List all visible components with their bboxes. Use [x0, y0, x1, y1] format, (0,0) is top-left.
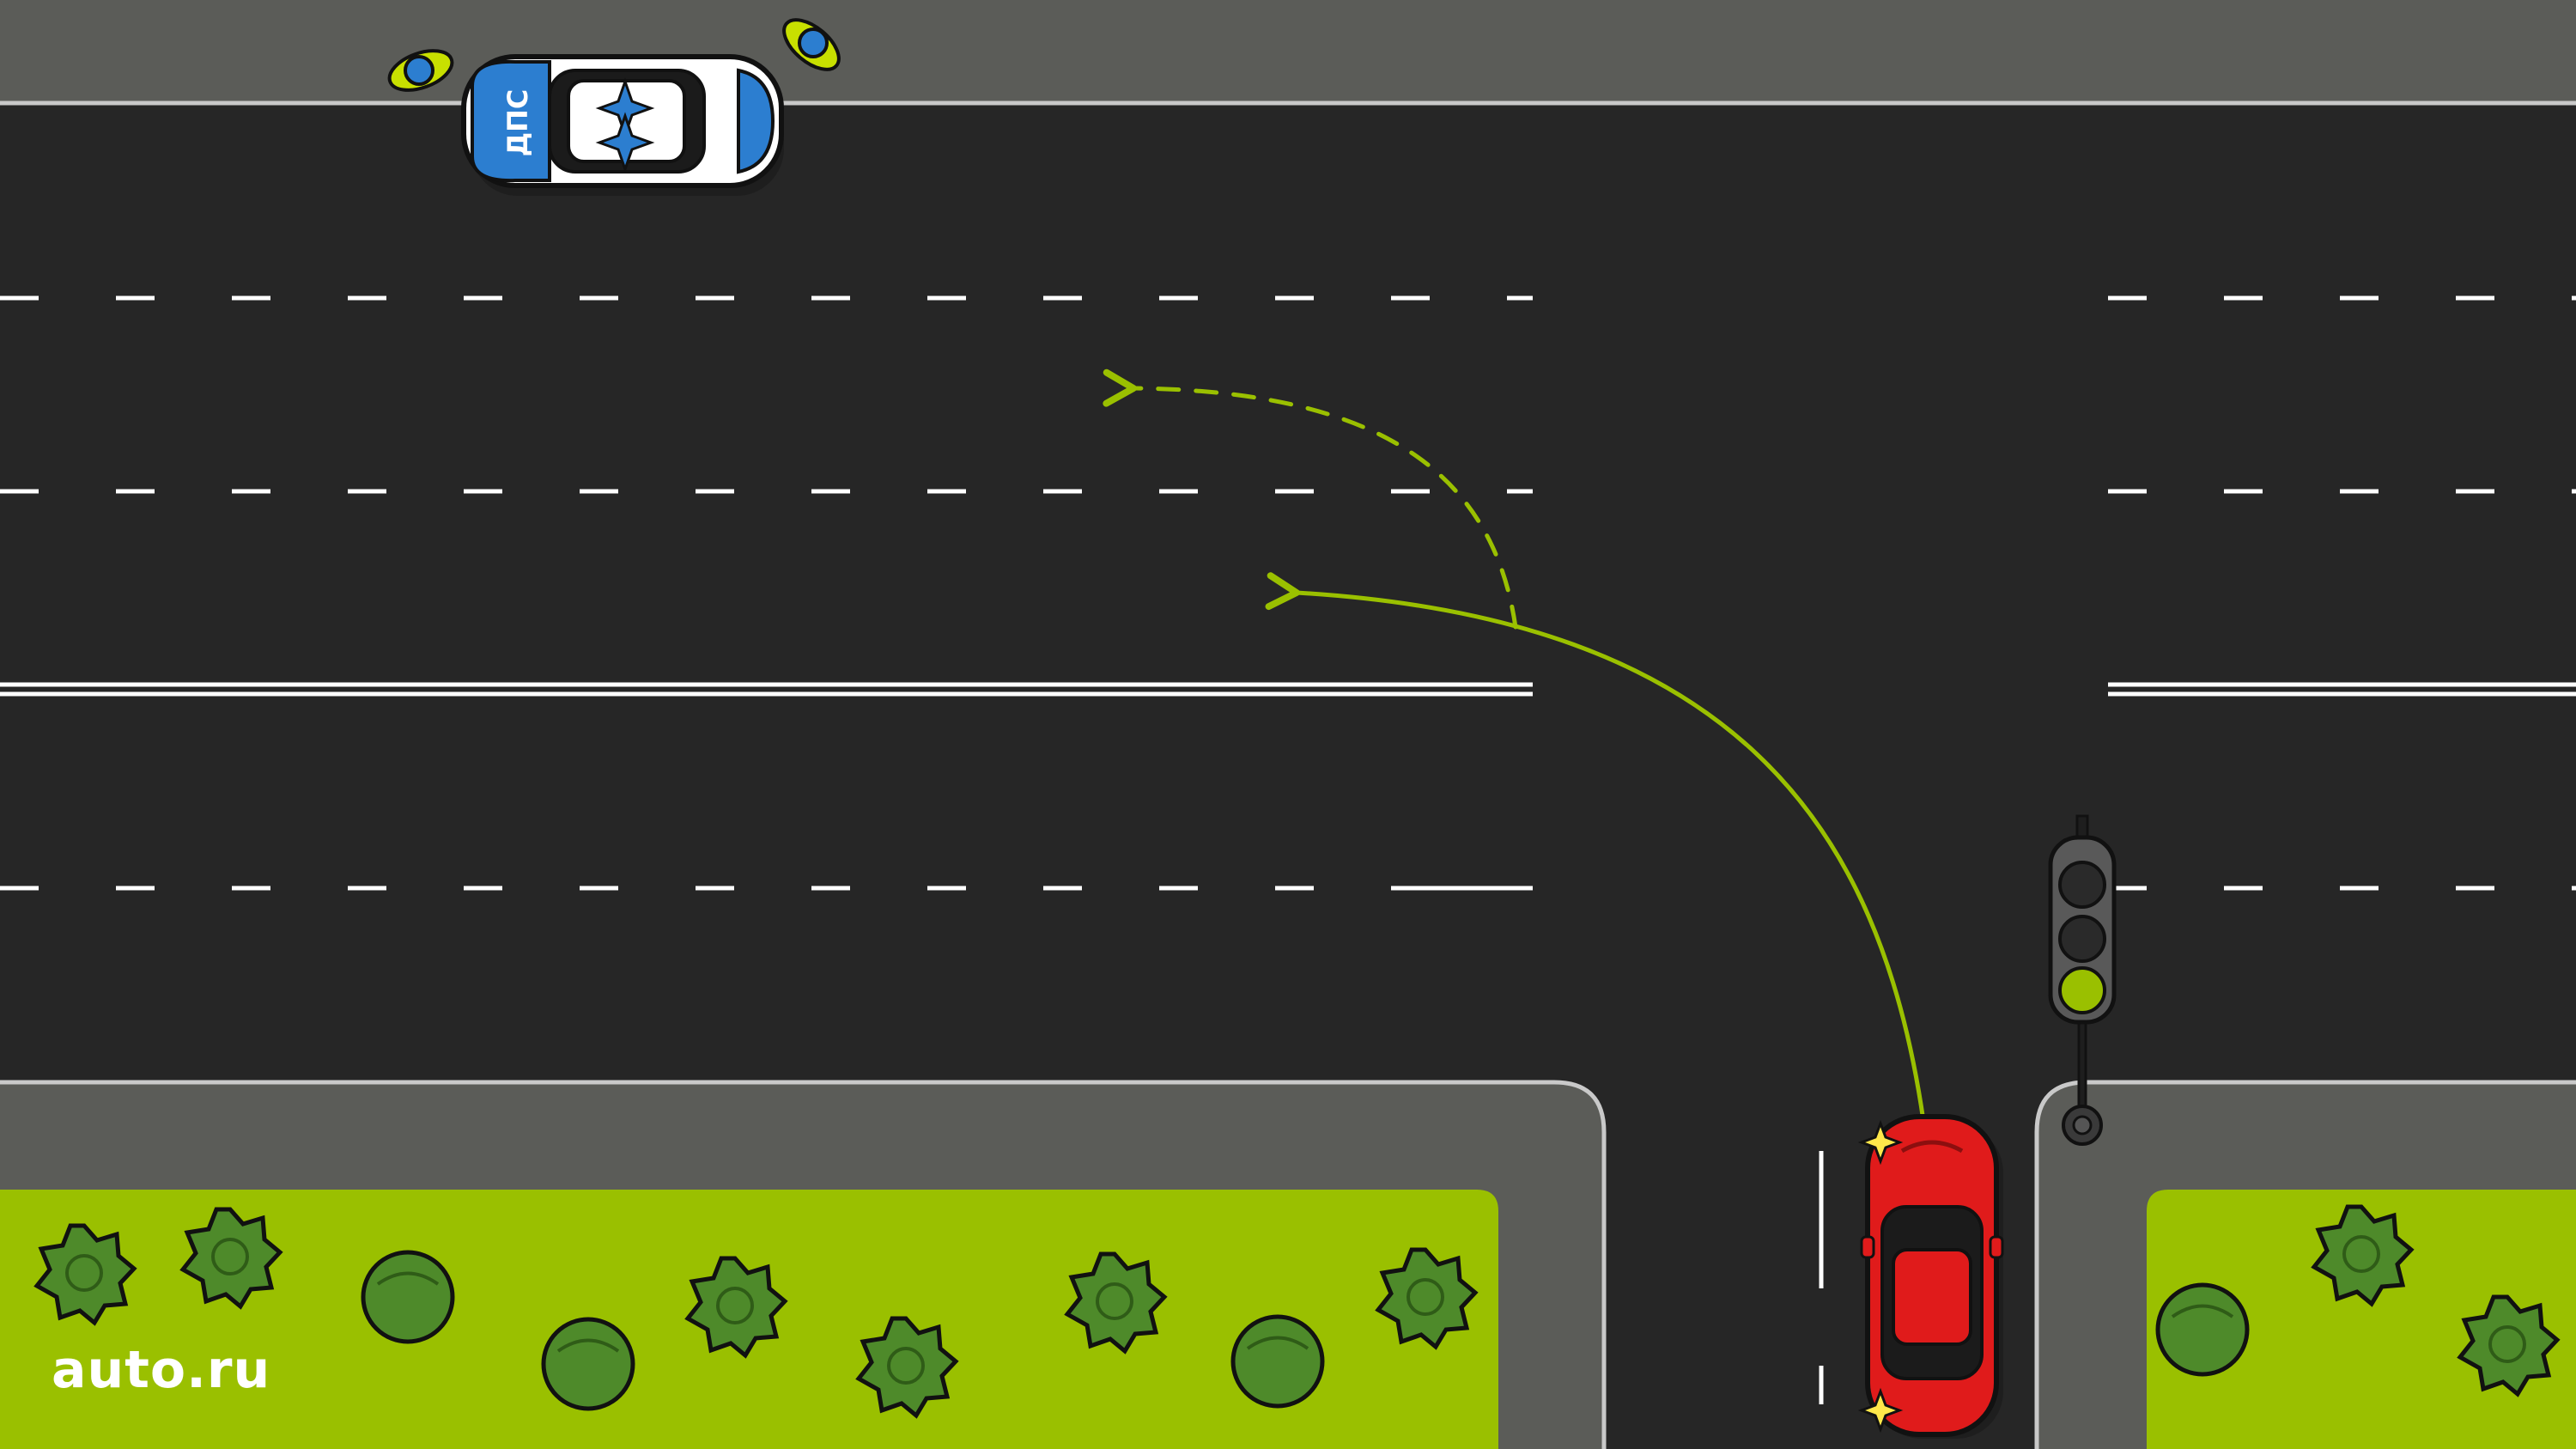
- brand-logo: auto.ru: [52, 1340, 271, 1400]
- police-car-label: ДПС: [501, 89, 534, 157]
- turn-arrow-icon: [1265, 572, 1926, 1123]
- officer-icon: [782, 18, 841, 71]
- red-car-icon: [1857, 1114, 2004, 1439]
- bush-icon: [2457, 1294, 2561, 1397]
- tree-icon: [541, 1317, 635, 1411]
- bush-icon: [1064, 1251, 1168, 1355]
- officer-icon: [387, 49, 454, 92]
- tree-icon: [1230, 1314, 1325, 1409]
- bush-icon: [179, 1207, 283, 1310]
- turn-signal-rear-icon: [1857, 1387, 1904, 1434]
- traffic-light-icon: [2048, 814, 2117, 1146]
- traffic-light-green-lamp: [2058, 966, 2106, 1014]
- bush-icon: [855, 1316, 959, 1419]
- bush-icon: [2311, 1204, 2415, 1307]
- tree-icon: [361, 1250, 455, 1344]
- bush-icon: [33, 1223, 137, 1326]
- grass-right: [2147, 1190, 2576, 1449]
- top-sidewalk: [0, 0, 2576, 101]
- bush-icon: [684, 1256, 788, 1359]
- turn-signal-front-icon: [1857, 1119, 1904, 1166]
- police-car-icon: ДПС: [461, 54, 784, 196]
- traffic-light-red-lamp: [2058, 861, 2106, 909]
- traffic-light-yellow-lamp: [2058, 915, 2106, 963]
- tree-icon: [2155, 1282, 2250, 1377]
- turn-arrow-dashed-icon: [1103, 368, 1518, 630]
- bottom-left-curb: [0, 1080, 1607, 1449]
- bush-icon: [1375, 1247, 1479, 1350]
